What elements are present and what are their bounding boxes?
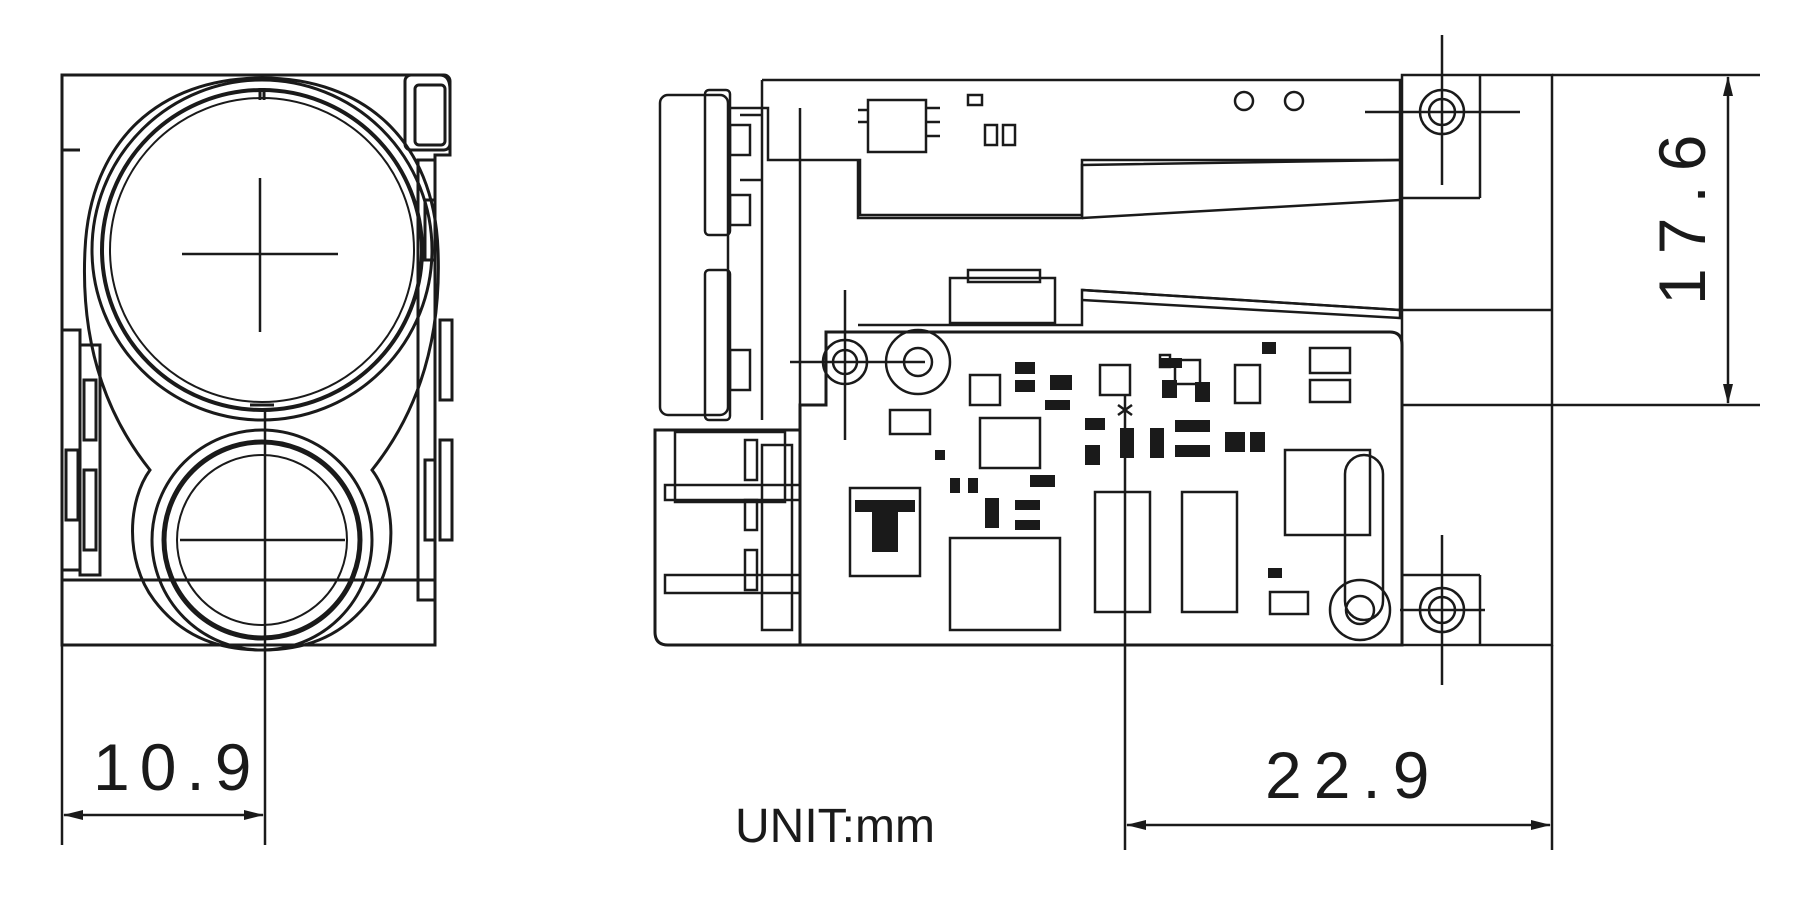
front-view [60,73,454,652]
unit-label: UNIT:mm [735,800,935,853]
front-width-dimension [60,645,264,845]
side-view [653,73,1554,647]
side-height-label: 17.6 [1645,121,1719,305]
side-height-dimension [1402,73,1760,407]
side-crosshairs [790,35,1520,850]
front-crosshairs [180,178,345,845]
side-length-dimension [1126,645,1554,850]
front-width-label: 10.9 [93,730,261,804]
side-view-smd-parts [855,342,1282,578]
side-length-label: 22.9 [1265,738,1441,812]
